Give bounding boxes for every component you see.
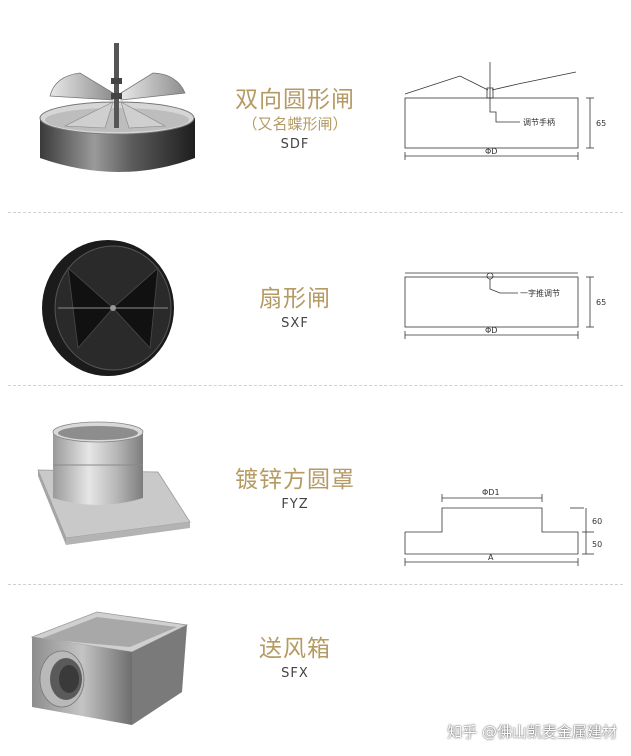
section-divider xyxy=(8,385,623,386)
product-name: 送风箱 xyxy=(259,636,331,662)
product-row-sfx: 送风箱 SFX xyxy=(0,585,631,756)
supply-air-box-photo xyxy=(30,611,189,725)
product-name: 镀锌方圆罩 xyxy=(235,467,355,493)
product-row-fyz: 镀锌方圆罩 FYZ ΦD1 A 60 50 xyxy=(0,386,631,584)
product-row-sxf: 扇形闸 SXF 一字推调节 ΦD 65 xyxy=(0,213,631,385)
product-name: 双向圆形闸 xyxy=(235,87,355,113)
butterfly-damper-photo xyxy=(39,43,195,172)
product-code: SFX xyxy=(281,666,309,681)
product-code: SDF xyxy=(280,137,310,152)
drawing-dim-height: 65 xyxy=(596,119,606,128)
sxf-technical-drawing: 一字推调节 ΦD 65 xyxy=(404,272,606,339)
section-divider xyxy=(8,212,623,213)
drawing-dim-width: A xyxy=(488,553,494,562)
product-alias: （又名蝶形闸） xyxy=(242,115,348,133)
product-code: FYZ xyxy=(281,497,309,512)
drawing-dim-height: 65 xyxy=(596,298,606,307)
product-row-sdf: 双向圆形闸 （又名蝶形闸） SDF 调节手柄 ΦD 65 xyxy=(0,0,631,212)
drawing-dim-height-base: 50 xyxy=(592,540,602,549)
fyz-technical-drawing: ΦD1 A 60 50 xyxy=(404,488,602,566)
drawing-dim-top: ΦD1 xyxy=(482,488,500,497)
drawing-dim-diameter: ΦD xyxy=(485,147,497,156)
fan-damper-photo xyxy=(42,240,174,376)
drawing-label-adjust: 调节手柄 xyxy=(523,117,555,127)
drawing-dim-height-top: 60 xyxy=(592,517,602,526)
product-name: 扇形闸 xyxy=(259,286,331,312)
sdf-technical-drawing: 调节手柄 ΦD 65 xyxy=(404,62,606,160)
product-code: SXF xyxy=(281,316,309,331)
watermark: 知乎 @佛山凯麦金属建材 xyxy=(447,723,617,741)
drawing-dim-diameter: ΦD xyxy=(485,326,497,335)
drawing-label-adjust: 一字推调节 xyxy=(520,288,560,298)
section-divider xyxy=(8,584,623,585)
square-round-cover-photo xyxy=(37,421,191,545)
